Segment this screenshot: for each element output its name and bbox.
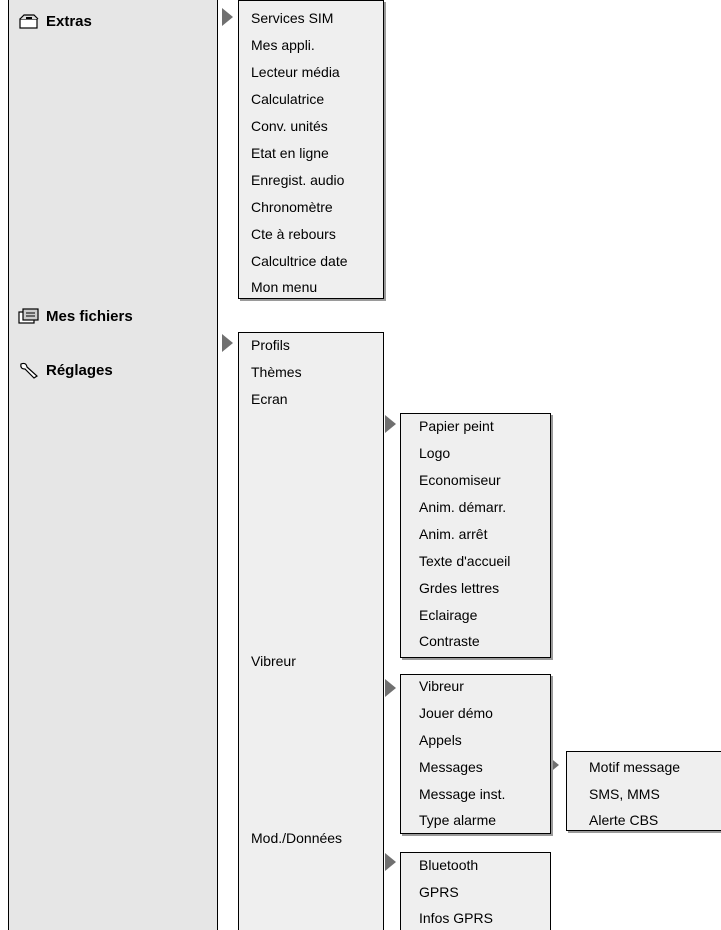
menu-item[interactable]: Papier peint xyxy=(419,418,494,434)
arrow-extras xyxy=(222,8,233,26)
menu-item[interactable]: Profils xyxy=(251,337,290,353)
menu-item[interactable]: Enregist. audio xyxy=(251,172,345,188)
menu-item[interactable]: Alerte CBS xyxy=(589,812,659,828)
menu-item[interactable]: Cte à rebours xyxy=(251,226,336,242)
menu-item[interactable]: Calcultrice date xyxy=(251,253,348,269)
messages-submenu xyxy=(566,751,721,831)
menu-item[interactable]: Conv. unités xyxy=(251,118,328,134)
menu-item[interactable]: Infos GPRS xyxy=(419,910,493,926)
menu-item[interactable]: SMS, MMS xyxy=(589,786,660,802)
arrow-messages xyxy=(548,756,559,774)
menu-item[interactable]: Anim. arrêt xyxy=(419,526,488,542)
section-extras[interactable]: Extras xyxy=(18,12,92,30)
menu-item[interactable]: Anim. démarr. xyxy=(419,499,507,515)
menu-item[interactable]: Mon menu xyxy=(251,279,318,295)
menu-item[interactable]: Mes appli. xyxy=(251,37,315,53)
section-files[interactable]: Mes fichiers xyxy=(18,307,133,325)
menu-item[interactable]: Lecteur média xyxy=(251,64,340,80)
wrench-icon xyxy=(20,362,38,379)
menu-item[interactable]: GPRS xyxy=(419,884,459,900)
menu-item[interactable]: Services SIM xyxy=(251,10,334,26)
section-extras-label: Extras xyxy=(46,12,92,30)
menu-item[interactable]: Jouer démo xyxy=(419,705,493,721)
arrow-ecran xyxy=(385,415,396,433)
menu-item[interactable]: Grdes lettres xyxy=(419,580,500,596)
section-column xyxy=(8,0,218,930)
menu-item[interactable]: Appels xyxy=(419,732,462,748)
menu-item[interactable]: Vibreur xyxy=(251,653,296,669)
extras-submenu xyxy=(238,0,384,299)
menu-item[interactable]: Contraste xyxy=(419,633,480,649)
menu-item[interactable]: Ecran xyxy=(251,391,288,407)
menu-item[interactable]: Chronomètre xyxy=(251,199,333,215)
menu-item[interactable]: Type alarme xyxy=(419,812,497,828)
section-files-label: Mes fichiers xyxy=(46,307,133,325)
folder-files-icon xyxy=(18,308,39,324)
menu-item[interactable]: Calculatrice xyxy=(251,91,325,107)
arrow-vibreur xyxy=(385,679,396,697)
menu-item[interactable]: Messages xyxy=(419,759,483,775)
menu-item[interactable]: Vibreur xyxy=(419,678,464,694)
ecran-submenu xyxy=(400,413,551,658)
section-settings-label: Réglages xyxy=(46,361,113,379)
menu-item[interactable]: Thèmes xyxy=(251,364,302,380)
menu-item[interactable]: Etat en ligne xyxy=(251,145,329,161)
menu-item[interactable]: Eclairage xyxy=(419,607,478,623)
menu-item[interactable]: Mod./Données xyxy=(251,830,343,846)
section-settings[interactable]: Réglages xyxy=(18,361,113,379)
donnees-submenu xyxy=(400,852,551,930)
vibreur-submenu xyxy=(400,674,551,834)
arrow-settings xyxy=(222,334,233,352)
arrow-donnees xyxy=(385,853,396,871)
settings-submenu xyxy=(238,332,384,930)
menu-item[interactable]: Logo xyxy=(419,445,451,461)
menu-item[interactable]: Economiseur xyxy=(419,472,501,488)
toolbox-icon xyxy=(19,14,39,29)
menu-item[interactable]: Message inst. xyxy=(419,786,506,802)
menu-item[interactable]: Bluetooth xyxy=(419,857,479,873)
menu-item[interactable]: Texte d'accueil xyxy=(419,553,511,569)
menu-item[interactable]: Motif message xyxy=(589,759,681,775)
